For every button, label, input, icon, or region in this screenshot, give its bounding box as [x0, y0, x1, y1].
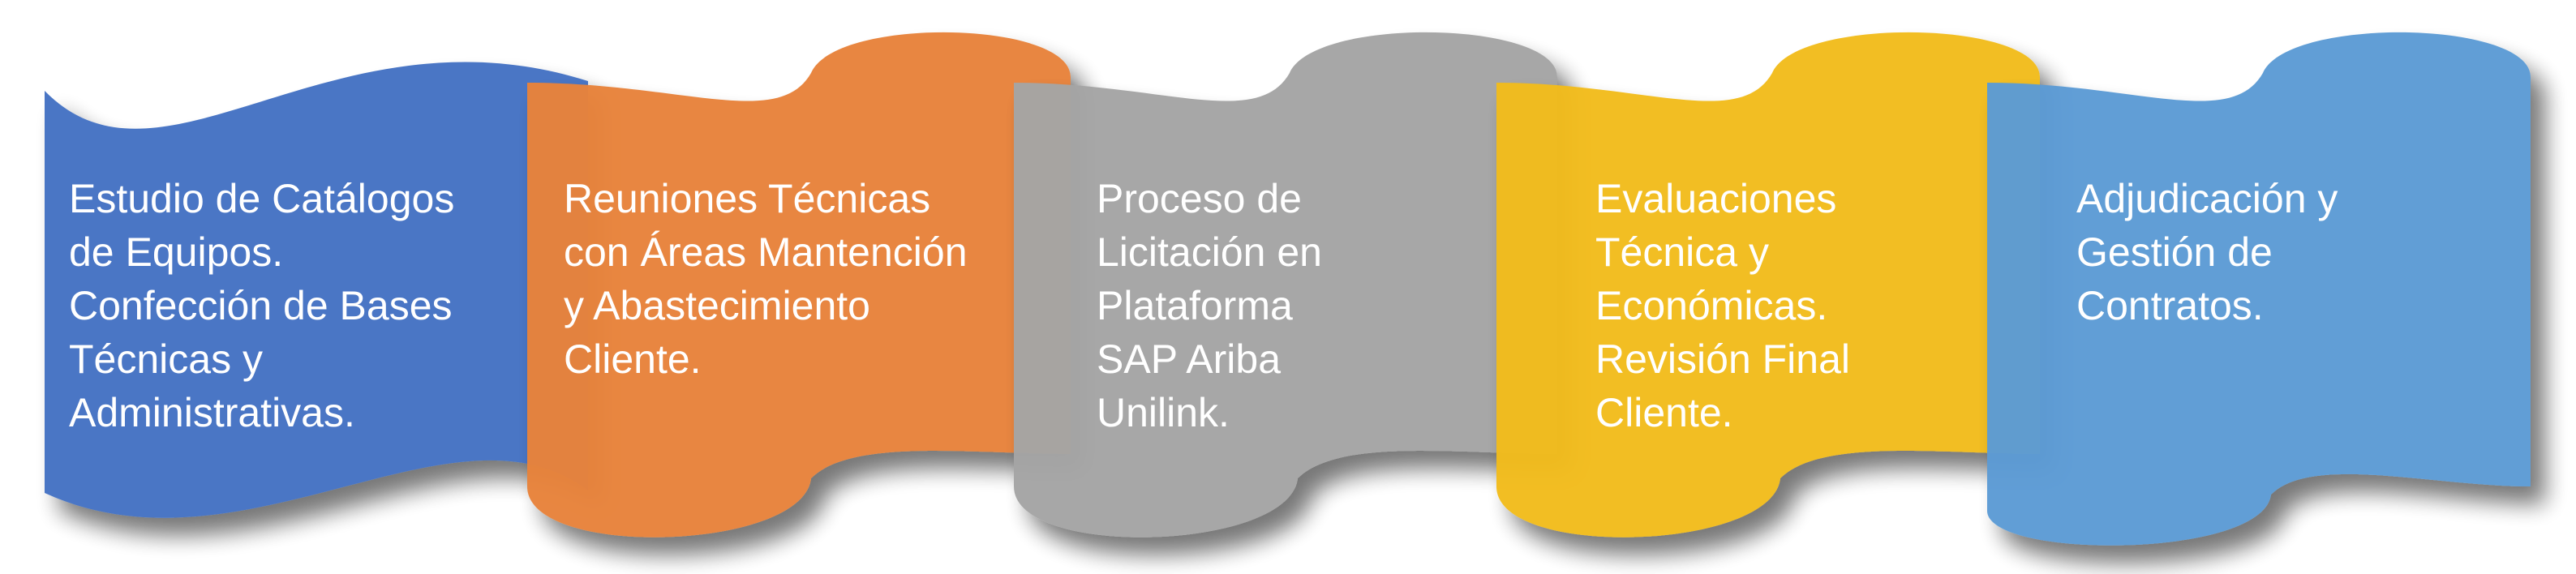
step-4-banner — [1496, 32, 2040, 538]
step-1-line-3: Confección de Bases — [69, 283, 453, 328]
step-5-line-2: Gestión de — [2076, 229, 2273, 275]
step-3-line-3: Plataforma — [1097, 283, 1293, 328]
step-4-label: Evaluaciones Técnica y Económicas. Revis… — [1595, 172, 1850, 439]
step-4-line-3: Económicas. — [1595, 283, 1828, 328]
step-1-line-4: Técnicas y — [69, 336, 263, 382]
step-3-line-1: Proceso de — [1097, 176, 1302, 221]
step-1-line-5: Administrativas. — [69, 390, 355, 435]
step-3-line-4: SAP Ariba — [1097, 336, 1282, 382]
step-2-line-2: con Áreas Mantención — [564, 229, 968, 275]
step-2-line-1: Reuniones Técnicas — [564, 176, 931, 221]
step-5-label: Adjudicación y Gestión de Contratos. — [2076, 172, 2338, 332]
step-5-banner — [1987, 32, 2531, 546]
step-3-banner — [1014, 32, 1557, 538]
step-5-line-3: Contratos. — [2076, 283, 2264, 328]
step-2-label: Reuniones Técnicas con Áreas Mantención … — [564, 172, 968, 386]
step-5-line-1: Adjudicación y — [2076, 176, 2338, 221]
step-2-line-3: y Abastecimiento — [564, 283, 870, 328]
step-4-line-5: Cliente. — [1595, 390, 1733, 435]
step-2-line-4: Cliente. — [564, 336, 702, 382]
step-3-label: Proceso de Licitación en Plataforma SAP … — [1097, 172, 1322, 439]
step-4-line-2: Técnica y — [1595, 229, 1769, 275]
step-1-line-2: de Equipos. — [69, 229, 284, 275]
step-1-banner — [45, 62, 588, 518]
step-3-line-5: Unilink. — [1097, 390, 1230, 435]
step-4-line-1: Evaluaciones — [1595, 176, 1837, 221]
step-3-line-2: Licitación en — [1097, 229, 1322, 275]
step-1-line-1: Estudio de Catálogos — [69, 176, 455, 221]
step-2-banner — [527, 32, 1071, 538]
step-4-line-4: Revisión Final — [1595, 336, 1851, 382]
step-1-label: Estudio de Catálogos de Equipos. Confecc… — [69, 172, 454, 439]
